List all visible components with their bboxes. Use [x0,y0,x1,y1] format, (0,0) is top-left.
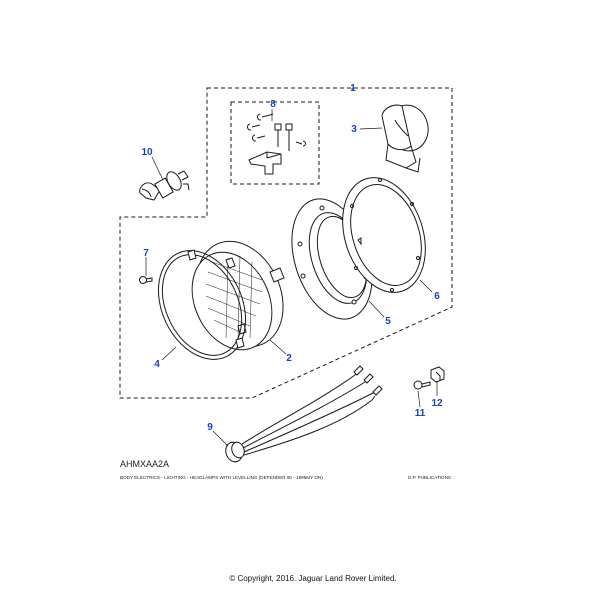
rear-cover [381,104,429,173]
fixing-kit-parts [246,113,306,175]
clip-nut [430,366,445,383]
callout-9: 9 [207,422,213,433]
caption-left: BODY ELECTRICS - LIGHTING - HEADLAMPS WI… [120,475,323,480]
headlamp-bulb [139,170,190,201]
reference-code: AHMXAA2A [120,459,169,469]
adjusting-screw [139,276,153,284]
callout-11: 11 [415,408,426,419]
callout-10: 10 [141,147,153,158]
callout-1: 1 [350,83,356,94]
callout-3: 3 [351,124,357,135]
headlamp-seal [342,177,426,293]
callout-2: 2 [286,353,292,364]
callout-6: 6 [434,291,440,302]
kit-box [230,101,320,185]
fixing-screw [413,380,431,390]
callouts: 1 2 3 4 5 6 7 8 9 10 11 12 [141,83,443,433]
leader-lines [145,88,438,447]
copyright-notice: © Copyright, 2016. Jaguar Land Rover Lim… [229,574,396,583]
callout-8: 8 [270,99,276,110]
retaining-rim [157,249,247,360]
callout-4: 4 [154,359,160,370]
callout-12: 12 [431,398,443,409]
caption-right: D.P. PUBLICATIONS [408,475,451,480]
callout-7: 7 [143,248,149,259]
callout-5: 5 [385,316,391,327]
assembly-boundary [119,87,453,399]
wiring-harness [225,365,383,463]
